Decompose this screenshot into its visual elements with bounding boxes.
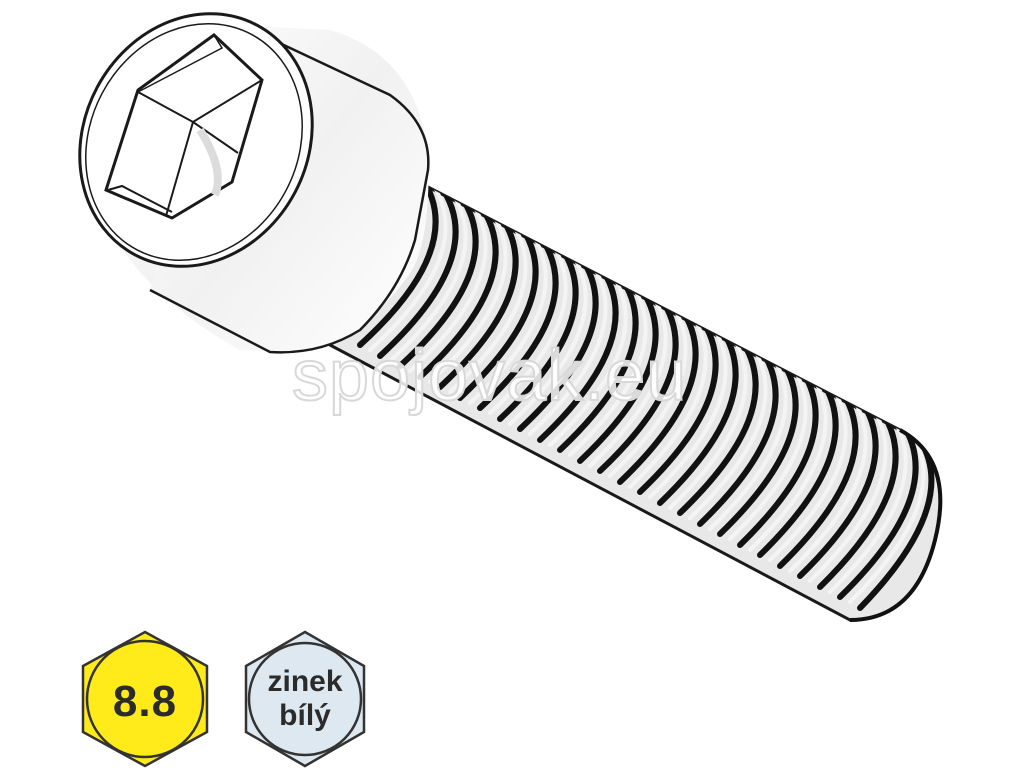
finish-label-line1: zinek — [267, 665, 343, 698]
finish-badge: zinek bílý — [240, 630, 370, 768]
thread-shank — [328, 167, 943, 622]
bolt-head — [78, 12, 430, 354]
hex-socket — [104, 33, 264, 220]
hexagon-icon — [81, 630, 209, 768]
watermark-text: spojovak.eu — [291, 336, 688, 416]
finish-label-line2: bílý — [279, 699, 331, 732]
strength-class-label: 8.8 — [112, 677, 178, 726]
strength-class-badge: 8.8 — [80, 630, 210, 768]
hexagon-icon — [244, 630, 366, 768]
